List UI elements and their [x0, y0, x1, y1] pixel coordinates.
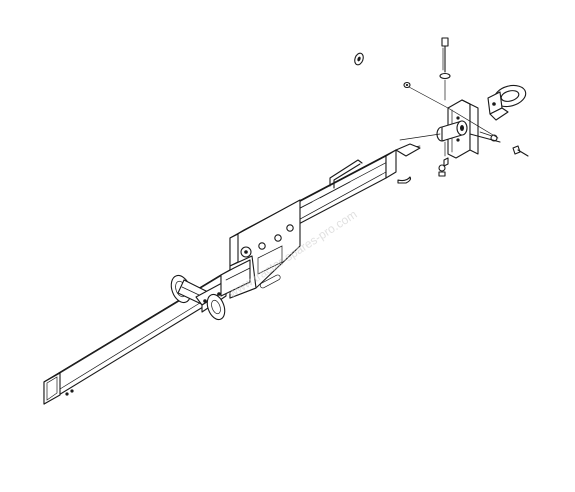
main-tube [43, 265, 238, 405]
hitch-ring-eye [487, 84, 527, 121]
hitch-bracket [436, 99, 498, 177]
horizontal-bolt [469, 133, 529, 157]
vertical-bolt [439, 37, 451, 80]
leader-lines [395, 79, 499, 157]
washer-part [403, 81, 411, 89]
connector-tube [220, 259, 251, 297]
nut-part [354, 52, 364, 66]
